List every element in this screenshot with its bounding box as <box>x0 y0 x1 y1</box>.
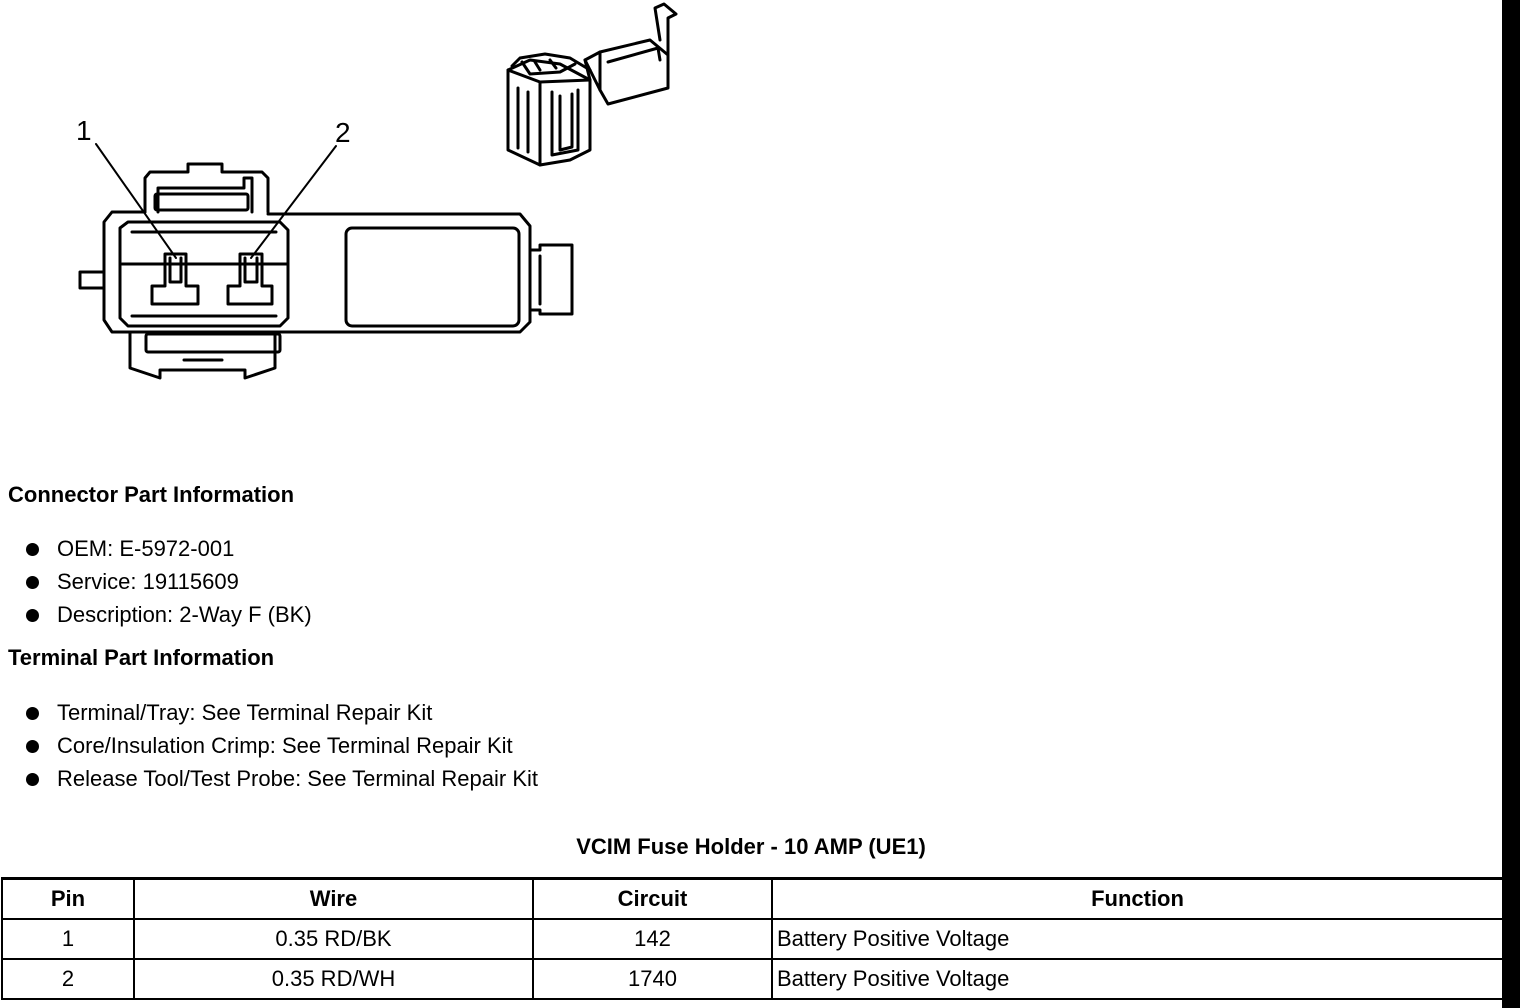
pinout-table: Pin Wire Circuit Function 1 0.35 RD/BK 1… <box>1 877 1504 1000</box>
table-header-row: Pin Wire Circuit Function <box>1 877 1504 920</box>
column-header-wire: Wire <box>133 877 534 920</box>
bullet-icon <box>26 543 39 556</box>
connector-diagram: 1 2 <box>76 2 678 380</box>
cell-circuit: 142 <box>532 918 773 960</box>
list-item: Description: 2-Way F (BK) <box>24 602 312 635</box>
list-item: Service: 19115609 <box>24 569 312 602</box>
callout-2: 2 <box>335 117 351 148</box>
callout-1: 1 <box>76 115 92 146</box>
cell-circuit: 1740 <box>532 958 773 1000</box>
bullet-icon <box>26 773 39 786</box>
terminal-part-info-list: Terminal/Tray: See Terminal Repair Kit C… <box>24 700 538 799</box>
table-title: VCIM Fuse Holder - 10 AMP (UE1) <box>576 834 926 859</box>
list-item: Core/Insulation Crimp: See Terminal Repa… <box>24 733 538 766</box>
connector-face-view <box>78 162 574 380</box>
bullet-icon <box>26 707 39 720</box>
cell-wire: 0.35 RD/BK <box>133 918 534 960</box>
callout-leaders <box>95 143 337 259</box>
cell-pin: 1 <box>1 918 135 960</box>
table-row: 2 0.35 RD/WH 1740 Battery Positive Volta… <box>1 958 1504 1000</box>
column-header-function: Function <box>771 877 1504 920</box>
cell-pin: 2 <box>1 958 135 1000</box>
fuse-holder-isometric-illustration <box>506 2 678 167</box>
table-row: 1 0.35 RD/BK 142 Battery Positive Voltag… <box>1 918 1504 960</box>
cell-function: Battery Positive Voltage <box>771 958 1504 1000</box>
cell-wire: 0.35 RD/WH <box>133 958 534 1000</box>
column-header-pin: Pin <box>1 877 135 920</box>
list-item: Terminal/Tray: See Terminal Repair Kit <box>24 700 538 733</box>
column-header-circuit: Circuit <box>532 877 773 920</box>
bullet-icon <box>26 740 39 753</box>
list-item: OEM: E-5972-001 <box>24 536 312 569</box>
connector-part-info-list: OEM: E-5972-001 Service: 19115609 Descri… <box>24 536 312 635</box>
bullet-icon <box>26 609 39 622</box>
terminal-part-info-heading: Terminal Part Information <box>8 645 275 670</box>
page-edge-bar <box>1502 0 1520 1008</box>
bullet-icon <box>26 576 39 589</box>
cell-function: Battery Positive Voltage <box>771 918 1504 960</box>
connector-part-info-heading: Connector Part Information <box>8 482 295 507</box>
list-item: Release Tool/Test Probe: See Terminal Re… <box>24 766 538 799</box>
